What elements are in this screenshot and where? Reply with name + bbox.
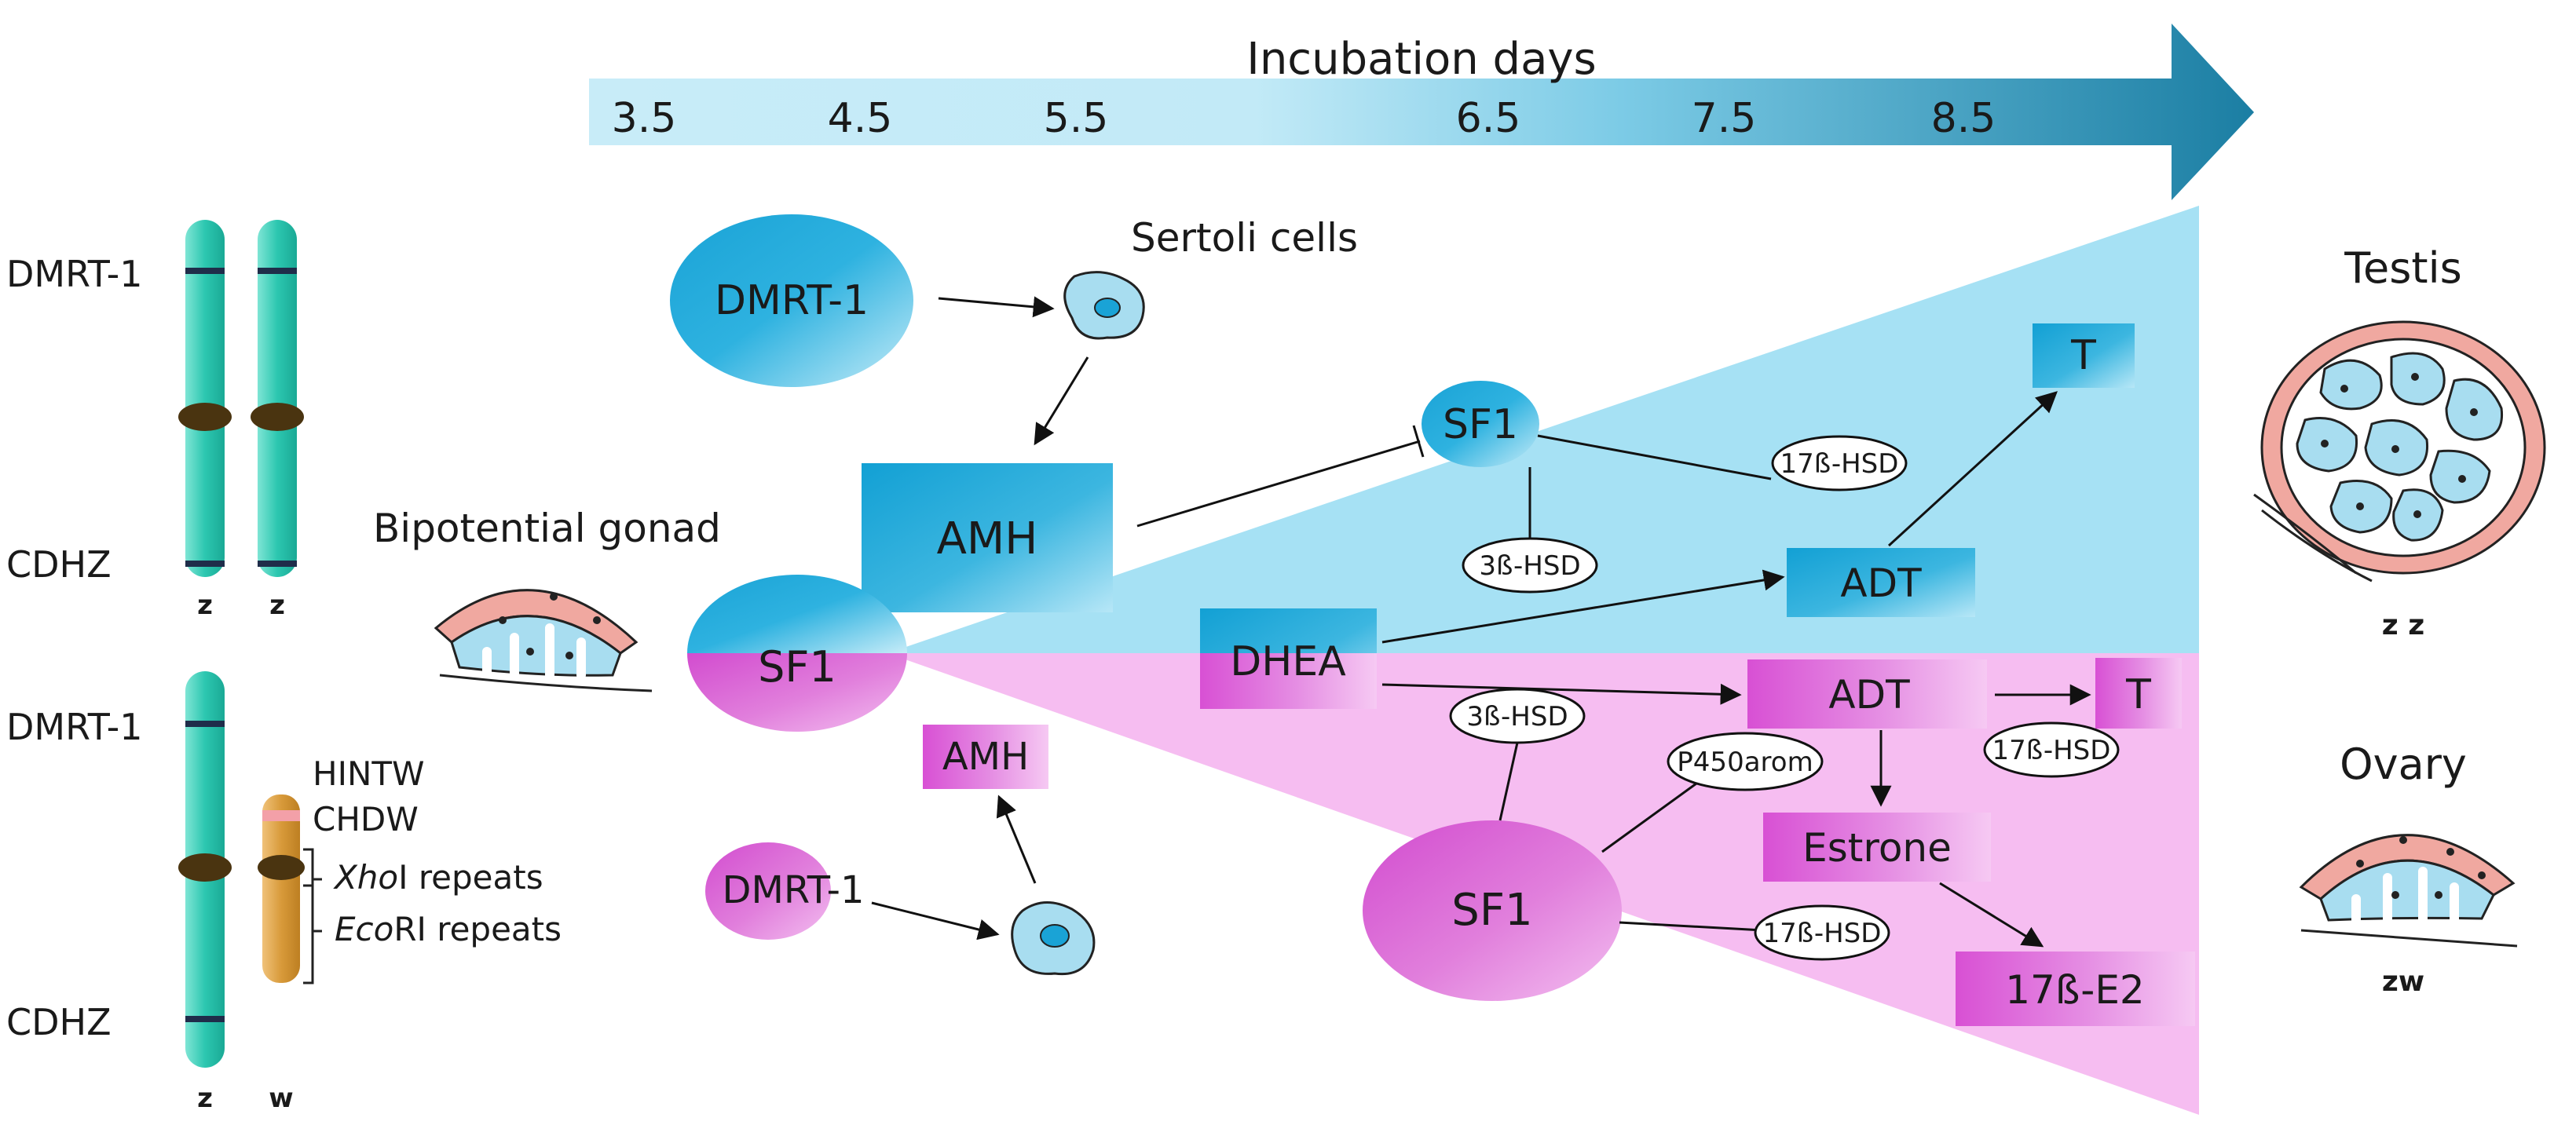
female-adt-label: ADT	[1828, 672, 1910, 718]
dhea-to-male-adt-arrow	[1381, 569, 1785, 644]
female-dmrt1-to-cell-arrow	[871, 901, 1000, 941]
female-t-label: T	[2125, 671, 2151, 718]
dhea-label: DHEA	[1230, 638, 1346, 685]
female-dmrt1-node	[705, 842, 831, 940]
centromere	[258, 855, 305, 880]
bipotential-gonad: Bipotential gonad	[373, 506, 721, 692]
p450arom-label: P450arom	[1677, 747, 1813, 778]
testis-karyotype: z z	[2382, 609, 2424, 641]
female-sf1-label: SF1	[1451, 885, 1532, 936]
central-sf1-node: SF1	[687, 575, 907, 732]
female-dmrt1-label: DMRT-1	[722, 868, 864, 912]
centromere	[178, 403, 232, 431]
dhea-to-female-adt-arrow	[1381, 683, 1742, 705]
female-pathway: AMH DMRT-1 ADT T 17ß-HSD 3ß-HSD SF1 P450…	[705, 658, 2195, 1026]
central-sf1-label: SF1	[758, 642, 836, 692]
male-3b-hsd-label: 3ß-HSD	[1479, 550, 1580, 582]
female-17b-hsd-bottom-node	[1754, 904, 1890, 961]
zw-dmrt1-label: DMRT-1	[6, 706, 142, 748]
testis-illustration: Testis z z	[2253, 243, 2546, 641]
estrone-to-e2-arrow	[1939, 882, 2044, 948]
female-t-node	[2095, 658, 2182, 729]
centromere	[178, 853, 232, 882]
zw-right-letter: w	[269, 1083, 293, 1114]
male-adt-label: ADT	[1840, 561, 1922, 606]
male-sf1-node	[1422, 381, 1539, 467]
male-sf1-label: SF1	[1443, 401, 1518, 448]
male-17b-hsd-node	[1771, 435, 1908, 491]
zw-left-letter: z	[197, 1083, 213, 1114]
chdw-label: CHDW	[313, 800, 419, 838]
timeline-tick-1: 4.5	[828, 95, 893, 142]
xhoi-repeats-label: XhoI repeats	[333, 858, 543, 897]
female-adt-node	[1747, 659, 1987, 729]
zz-cdhz-label: CDHZ	[6, 543, 112, 586]
ecori-repeats-label: EcoRI repeats	[335, 910, 562, 948]
timeline-tick-0: 3.5	[612, 95, 677, 142]
female-3b-hsd-label: 3ß-HSD	[1466, 701, 1568, 732]
estrone-node	[1763, 813, 1991, 882]
male-t-node	[2033, 323, 2135, 388]
ovary-label: Ovary	[2340, 740, 2467, 789]
male-t-label: T	[2070, 332, 2096, 379]
ovary-karyotype: zw	[2382, 966, 2424, 998]
incubation-timeline: Incubation days 3.5 4.5 5.5 6.5 7.5 8.5	[589, 24, 2254, 200]
timeline-tick-5: 8.5	[1931, 95, 1996, 142]
ovary-illustration: Ovary zw	[2299, 740, 2518, 998]
timeline-title: Incubation days	[1246, 34, 1596, 85]
amh-inhibits-sf1	[1136, 440, 1421, 528]
timeline-arrow	[589, 24, 2254, 200]
male-dmrt1-label: DMRT-1	[715, 277, 869, 324]
timeline-tick-3: 6.5	[1456, 95, 1521, 142]
female-amh-node	[923, 725, 1048, 789]
sertoli-to-amh-arrow	[1034, 356, 1089, 446]
dmrt1-to-sertoli-arrow	[938, 296, 1055, 318]
zw-chromosome-pair: DMRT-1 CDHZ HINTW CHDW XhoI repeats EcoR…	[6, 671, 562, 1114]
male-dmrt1-node	[670, 214, 913, 387]
female-cell-to-amh-arrow	[996, 794, 1037, 884]
male-adt-node	[1787, 548, 1975, 617]
sertoli-cells-label: Sertoli cells	[1131, 215, 1358, 261]
e2-label: 17ß-E2	[2005, 967, 2145, 1013]
bipotential-gonad-label: Bipotential gonad	[373, 506, 721, 551]
zz-dmrt1-label: DMRT-1	[6, 253, 142, 295]
adt-to-t-arrow	[1887, 391, 2058, 547]
female-sf1-node	[1363, 820, 1622, 1001]
z-chromosome-upper-right	[258, 220, 297, 577]
timeline-tick-2: 5.5	[1044, 95, 1109, 142]
zz-right-letter: z	[269, 590, 285, 621]
male-amh-label: AMH	[937, 513, 1038, 564]
zz-chromosome-pair: DMRT-1 CDHZ z z	[6, 220, 304, 621]
zw-cdhz-label: CDHZ	[6, 1001, 112, 1043]
female-17b-hsd-top-node	[1983, 721, 2120, 778]
z-chromosome-upper-left	[185, 220, 225, 577]
testis-label: Testis	[2344, 243, 2461, 293]
zz-left-letter: z	[197, 590, 213, 621]
male-amh-node	[862, 463, 1113, 612]
male-3b-hsd-node	[1462, 537, 1598, 594]
centromere	[251, 403, 304, 431]
p450arom-node	[1667, 732, 1824, 791]
e2-node	[1956, 952, 2195, 1026]
male-pathway-triangle	[887, 206, 2199, 653]
timeline-tick-4: 7.5	[1692, 95, 1757, 142]
male-pathway: DMRT-1 Sertoli cells AMH SF1 17ß-HSD 3ß-…	[670, 214, 2135, 709]
female-17b-hsd-bottom-label: 17ß-HSD	[1763, 918, 1882, 949]
estrone-label: Estrone	[1802, 825, 1952, 871]
hintw-label: HINTW	[313, 754, 425, 793]
male-17b-hsd-label: 17ß-HSD	[1780, 448, 1899, 480]
w-chromosome	[262, 794, 300, 983]
female-17b-hsd-top-label: 17ß-HSD	[1992, 735, 2111, 766]
female-amh-label: AMH	[942, 735, 1029, 779]
